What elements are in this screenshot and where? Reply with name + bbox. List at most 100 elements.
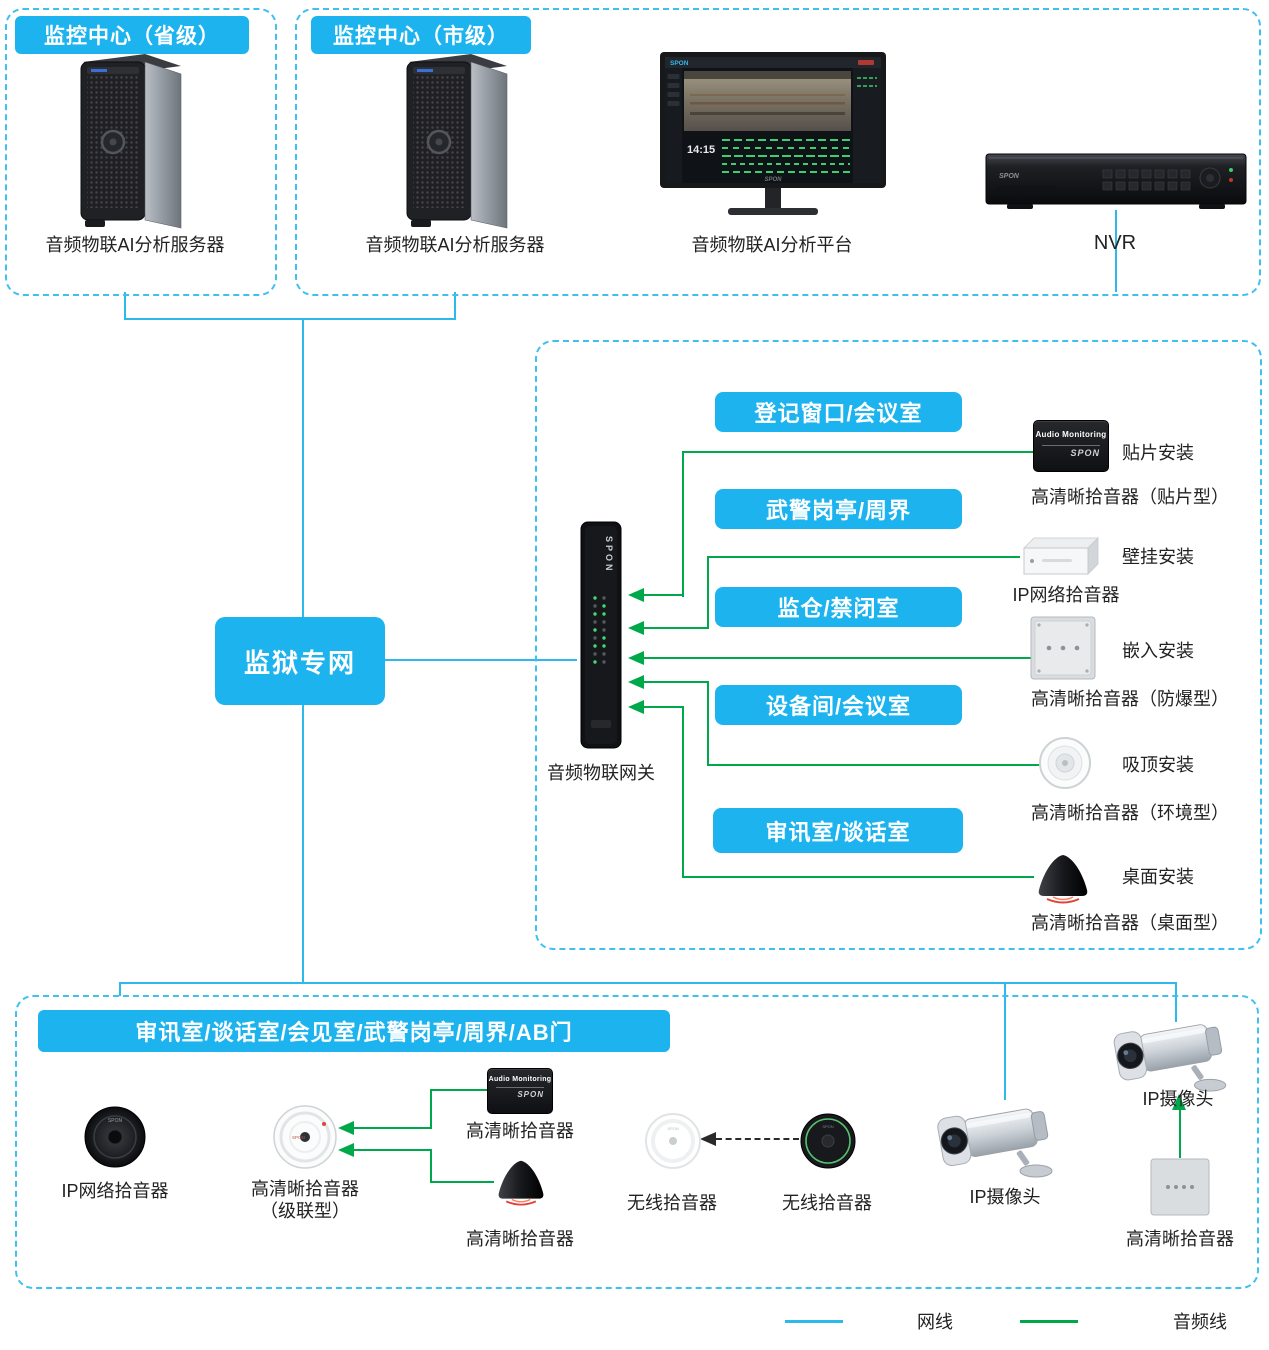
ip-camera-icon [937,1108,1053,1178]
provincial-server-label: 音频物联AI分析服务器 [45,235,225,255]
audio-monitoring-text: Audio Monitoring [1035,430,1107,439]
prison-network-node: 监狱专网 [215,617,385,705]
server-tower-illustration [375,50,545,230]
bottom-device-label: IP摄像头 [969,1187,1041,1207]
zone-guard-post: 武警岗亭/周界 [715,489,962,529]
ip-camera-device [1098,1008,1248,1094]
city-center-box [295,8,1261,296]
gateway-label: 音频物联网关 [547,763,655,783]
audio-line [430,1089,489,1091]
bottom-rooms-box [15,995,1259,1289]
gateway-brand-text: SPON [604,536,614,574]
legend-network-line-swatch [785,1320,843,1323]
audio-arrow [628,700,644,714]
hd-pickup-explosionproof-device [1030,616,1096,680]
provincial-center-title: 监控中心（省级） [15,16,249,54]
spon-logo: SPON [108,1118,123,1124]
bottom-device-label: 无线拾音器 [782,1193,872,1213]
pickup-label-patch: 高清晰拾音器（贴片型） [1031,487,1229,507]
hd-pickup-panel-device [1150,1158,1210,1216]
spon-logo: SPON [517,1090,544,1099]
zone-cell: 监仓/禁闭室 [715,587,962,627]
bottom-device-label: IP网络拾音器 [61,1181,169,1201]
legend-network-label: 网线 [917,1312,953,1332]
spon-logo: SPON [822,1124,833,1129]
audio-arrow [628,675,644,689]
ai-platform-label: 音频物联AI分析平台 [691,235,853,255]
hd-pickup-cascade-round: SPON [272,1104,338,1170]
wireless-pickup-dark-icon: SPON [800,1113,856,1169]
screen-time-text: 14:15 [687,144,715,156]
network-line [124,292,126,319]
spon-logo: SPON [292,1135,305,1140]
audio-line [430,1181,494,1183]
screen-watermark-text: SPON [764,177,782,183]
audio-line [430,1149,432,1183]
audio-arrow [628,651,644,665]
audio-line [644,706,684,708]
nvr-label: NVR [1093,232,1137,254]
ip-camera-device [928,1092,1068,1180]
server-tower-icon [406,54,508,229]
audio-line [682,707,684,878]
audio-arrow [1172,1094,1186,1110]
round-pickup-black-icon: SPON [84,1106,146,1168]
gateway-switch-icon: SPON [580,521,622,749]
ai-platform-monitor: SPON 14:15 SPON [660,52,886,232]
bottom-device-label-line2: （级联型） [260,1201,350,1221]
audio-line [644,627,709,629]
bottom-rooms-title: 审讯室/谈话室/会见室/武警岗亭/周界/AB门 [38,1010,670,1052]
legend-audio-line-swatch [1020,1320,1078,1323]
network-line [119,982,1177,984]
nvr-brand-text: SPON [999,173,1020,180]
network-line [302,318,304,618]
city-center-title: 监控中心（市级） [311,16,531,54]
network-line [302,705,304,983]
pickup-label-ambient: 高清晰拾音器（环境型） [1031,803,1229,823]
zone-equipment-room: 设备间/会议室 [715,685,962,725]
audio-line [707,556,709,629]
spon-logo: SPON [1070,448,1100,458]
audio-line [707,683,709,766]
install-label-flush: 嵌入安装 [1122,641,1194,661]
am-divider [496,1087,544,1088]
ip-camera-icon [1113,1024,1227,1092]
wireless-link-arrow [700,1132,716,1146]
hd-pickup-ambient-device [1038,736,1092,790]
hd-pickup-desktop-device [492,1158,550,1206]
legend-audio-label: 音频线 [1173,1312,1227,1332]
nvr-icon: SPON [985,153,1247,209]
desktop-pickup-icon [1038,855,1088,904]
audio-line [682,451,1035,453]
zone-interrogation: 审讯室/谈话室 [713,808,963,853]
ip-network-pickup-device [1018,534,1102,578]
bottom-device-label: 高清晰拾音器 [466,1229,574,1249]
hd-pickup-patch-device: Audio Monitoring SPON [487,1068,553,1114]
wireless-pickup-dark: SPON [799,1112,857,1170]
hd-pickup-patch-device: Audio Monitoring SPON [1033,420,1109,472]
monitor-icon: SPON 14:15 SPON [660,52,886,215]
network-line [385,659,577,661]
audio-line [682,451,684,597]
desktop-pickup-icon [498,1160,544,1206]
pickup-label-desktop: 高清晰拾音器（桌面型） [1031,913,1229,933]
pickup-label-explosionproof: 高清晰拾音器（防爆型） [1031,689,1229,709]
screen-brand-text: SPON [670,60,689,67]
network-line [1115,210,1117,292]
audio-arrow [628,621,644,635]
network-line [124,318,456,320]
audio-line [430,1089,432,1129]
install-label-ceiling: 吸顶安装 [1122,755,1194,775]
bottom-device-label: IP摄像头 [1142,1089,1214,1109]
install-label-patch: 贴片安装 [1122,443,1194,463]
network-line [119,982,121,996]
wireless-pickup-white: SPON [644,1112,702,1170]
wireless-link-line [716,1138,799,1140]
audio-line [644,657,1032,659]
audio-monitoring-text: Audio Monitoring [488,1076,552,1083]
audio-iot-gateway-device: SPON [573,520,629,752]
server-tower-illustration [49,50,219,230]
network-line [1175,982,1177,1022]
panel-pickup-icon [1150,1158,1210,1216]
